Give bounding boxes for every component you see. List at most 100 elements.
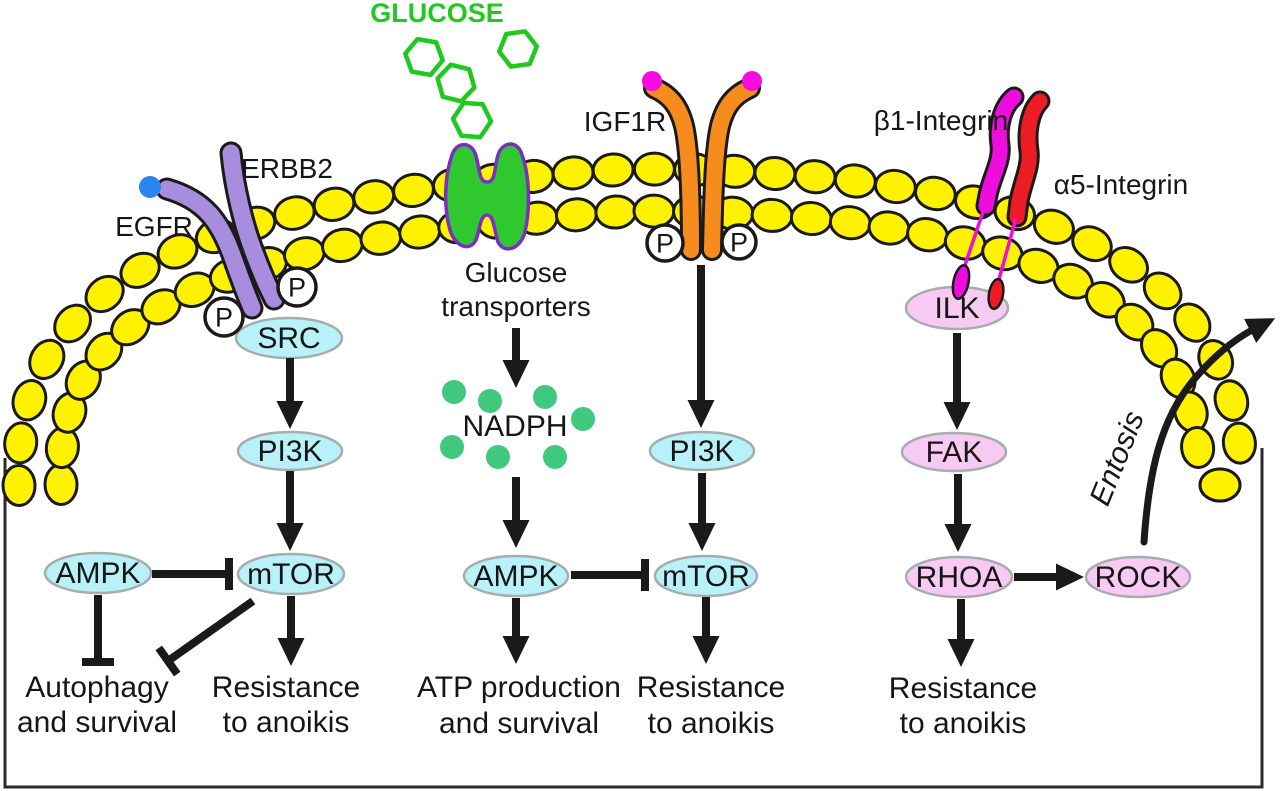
pi3k-to-mtor-mid (688, 473, 716, 551)
fak-to-rhoa-arrowhead (944, 524, 972, 552)
glucose-transporters-label-line2: transporters (441, 291, 590, 322)
nadph-dot (533, 385, 557, 409)
pi3k-to-mtor-left-arrowhead (276, 523, 304, 551)
node-fak: FAK (900, 431, 1008, 473)
ampk-inhibits-mtor-mid (571, 559, 649, 591)
membrane-lipid (1180, 426, 1216, 469)
node-src-label: SRC (257, 322, 320, 355)
outcome-atp-line2: and survival (439, 707, 599, 740)
phospho-circle (720, 223, 758, 261)
ilk-to-fak (943, 333, 971, 430)
glucose-hexagon (450, 100, 494, 140)
membrane-lipid (753, 155, 797, 192)
node-fak-label: FAK (926, 436, 983, 469)
erbb2-receptor (222, 144, 283, 308)
membrane-lipid (632, 193, 676, 229)
phospho-circle (203, 296, 245, 338)
a5-integrin (1009, 93, 1048, 225)
phospho-circle (645, 223, 685, 263)
membrane-lipid (594, 194, 638, 230)
erbb2-label: ERBB2 (241, 153, 333, 184)
igf1r-left-chain (646, 80, 699, 258)
node-mtor-left: mTOR (236, 552, 346, 596)
entosis-curve (1140, 326, 1256, 546)
membrane-lipid (1, 464, 37, 507)
rhoa-to-rock-arrowhead (1056, 563, 1084, 591)
nadph-dot (543, 445, 567, 469)
b1-integrin-tail (961, 205, 987, 272)
node-rock-ellipse (1084, 555, 1192, 599)
node-ilk: ILK (904, 285, 1010, 331)
ilk-to-fak-arrowhead (943, 402, 971, 430)
pathway-edges (82, 265, 1084, 677)
membrane-lipid (119, 251, 161, 289)
egfr-erbb2-receptor (139, 141, 286, 320)
nadph-dot (571, 407, 595, 431)
igf-ligand-dot (642, 71, 662, 91)
node-rhoa: RHOA (904, 555, 1014, 599)
node-pi3k-left-ellipse (236, 430, 344, 472)
node-pi3k-mid-label: PI3K (669, 435, 734, 468)
membrane-lipid (554, 197, 598, 233)
node-pi3k-mid: PI3K (648, 430, 756, 472)
node-mtor-left-label: mTOR (247, 558, 335, 591)
mtor-inhibits-autophagy-tbar (155, 645, 181, 677)
node-ampk-left: AMPK (43, 551, 153, 595)
fak-to-rhoa (944, 474, 972, 552)
a5-integrin-tail (996, 217, 1018, 284)
membrane-lipid (1213, 379, 1250, 422)
mtor-to-anoikis-mid-arrowhead (692, 636, 720, 664)
ampk-to-atp-arrowhead (502, 636, 530, 664)
membrane-receptors (139, 71, 1051, 320)
nadph-dot (478, 389, 502, 413)
membrane-lipid (11, 379, 48, 422)
node-ampk-mid: AMPK (462, 554, 570, 598)
node-pi3k-left-label: PI3K (257, 435, 322, 468)
mtor-to-anoikis-mid (692, 597, 720, 664)
b1-integrin-label: β1-Integrin (874, 105, 1008, 136)
membrane-lipid (750, 197, 794, 233)
node-pi3k-left: PI3K (236, 430, 344, 472)
phospho-site: P (720, 223, 758, 261)
membrane-lipid (591, 152, 635, 188)
phospho-label: P (656, 229, 674, 259)
transporter-to-nadph (502, 328, 530, 388)
node-mtor-mid-label: mTOR (662, 560, 750, 593)
node-ampk-left-label: AMPK (55, 557, 140, 590)
glucose-molecules (403, 29, 540, 140)
signaling-nodes: SRC PI3K mTOR AMPK AMPK mTOR PI3K ILK FAK RHOA ROC… (43, 285, 1192, 599)
igf1r-receptor (642, 71, 762, 261)
node-fak-ellipse (900, 431, 1008, 473)
node-rock: ROCK (1084, 555, 1192, 599)
membrane-lipid (551, 155, 595, 191)
integrin-receptors (951, 86, 1051, 311)
membrane-lipid (1108, 245, 1149, 284)
ampk-inhibits-autophagy (82, 595, 114, 666)
outcome-anoikis-mid-line1: Resistance (637, 671, 785, 704)
glucose-hexagon (496, 29, 540, 69)
egfr-label: EGFR (115, 211, 193, 242)
outcome-autophagy-line2: and survival (17, 706, 177, 739)
membrane-lipid (1032, 208, 1075, 245)
node-ampk-mid-ellipse (462, 554, 570, 598)
b1-integrin-foot (951, 264, 971, 300)
rhoa-to-anoikis-arrowhead (947, 639, 975, 667)
outcome-atp-line1: ATP production (417, 671, 621, 704)
rhoa-to-rock (1014, 563, 1084, 591)
membrane-lipid (28, 338, 66, 381)
nadph-dot (486, 445, 510, 469)
transporter-to-nadph-arrowhead (502, 360, 530, 388)
node-src: SRC (234, 316, 344, 360)
glucose-title: GLUCOSE (370, 0, 504, 28)
pi3k-to-mtor-left (276, 471, 304, 551)
igf1r-to-pi3k (687, 265, 715, 428)
glucose-hexagon (435, 62, 477, 104)
outcome-anoikis-right-line1: Resistance (889, 672, 1037, 705)
b1-integrin (978, 89, 1022, 214)
rhoa-to-anoikis (947, 599, 975, 667)
nadph-to-ampk-arrowhead (502, 520, 530, 548)
